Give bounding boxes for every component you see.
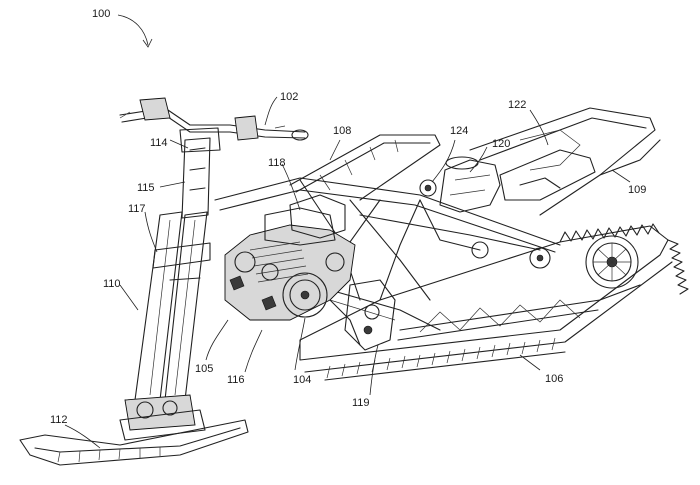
leader-lines [64, 14, 631, 449]
rear-frame-rails [289, 107, 661, 216]
ref-117: 117 [128, 203, 146, 215]
filler-cap [419, 179, 437, 197]
engine-assembly [224, 194, 396, 351]
ref-118: 118 [268, 157, 286, 169]
ref-102: 102 [280, 91, 298, 103]
track-assembly [299, 223, 689, 381]
ref-124: 124 [450, 125, 468, 137]
ref-120: 120 [492, 138, 510, 150]
rear-idler-wheel [585, 235, 639, 289]
ref-114: 114 [150, 137, 168, 149]
handlebar [119, 97, 309, 153]
ref-105: 105 [195, 363, 213, 375]
ref-112: 112 [50, 414, 68, 426]
front-ski [19, 409, 249, 466]
front-fork [124, 137, 211, 431]
ref-109: 109 [628, 184, 646, 196]
ref-104: 104 [293, 374, 311, 386]
ref-122: 122 [508, 99, 526, 111]
fuel-tank [439, 156, 501, 213]
reference-numerals: 100 102 104 105 106 108 109 110 112 114 … [50, 8, 646, 426]
track-lugs-top [559, 223, 660, 243]
ref-108: 108 [333, 125, 351, 137]
track-lugs-right [667, 239, 689, 295]
track-lugs-bottom [324, 337, 566, 381]
ref-100: 100 [92, 8, 110, 20]
ref-116: 116 [227, 374, 245, 386]
ref-119: 119 [352, 397, 370, 409]
ref-115: 115 [137, 182, 155, 194]
ref-110: 110 [103, 278, 121, 290]
ref-106: 106 [545, 373, 563, 385]
